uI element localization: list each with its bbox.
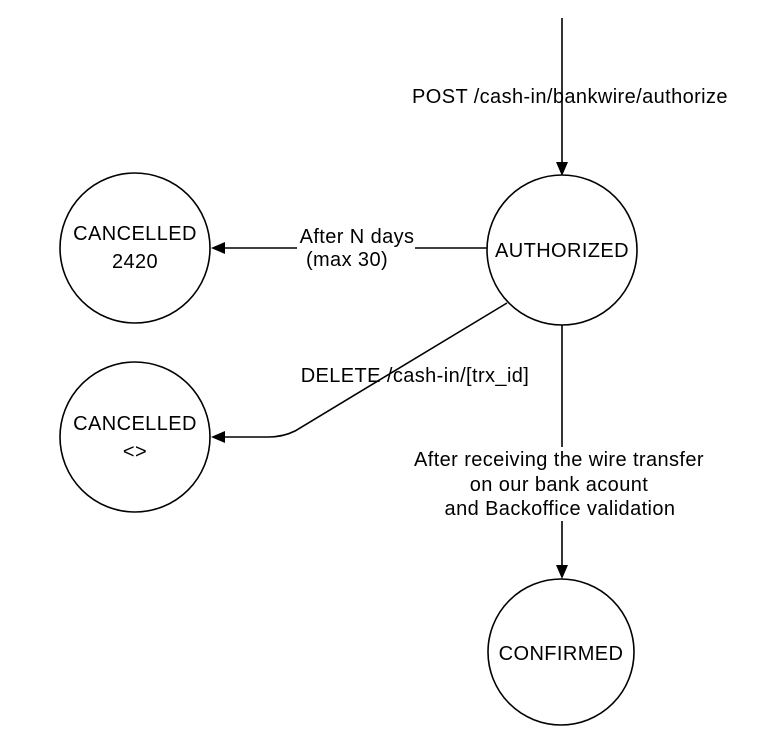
state-confirmed-circle	[487, 578, 635, 726]
state-confirmed-label: CONFIRMED	[499, 643, 624, 665]
edge-label-confirm-line3: and Backoffice validation	[445, 498, 676, 520]
state-cancelled-timeout-label-line1: CANCELLED	[73, 223, 197, 245]
state-cancelled-timeout-circle	[59, 172, 211, 324]
edge-authorized-to-cancelled-deleted	[224, 302, 508, 438]
edge-label-authorize: POST /cash-in/bankwire/authorize	[412, 86, 728, 108]
edge-label-confirm-line1: After receiving the wire transfer	[414, 449, 704, 471]
arrowhead-down-icon	[556, 565, 568, 579]
arrowhead-left-icon	[211, 431, 225, 443]
edge-label-delete: DELETE /cash-in/[trx_id]	[301, 365, 530, 387]
state-authorized-circle	[486, 174, 638, 326]
arrowhead-left-icon	[211, 242, 225, 254]
state-cancelled-deleted-circle	[59, 361, 211, 513]
edge-label-timeout-line1: After N days	[300, 226, 415, 248]
state-cancelled-deleted-label-line1: CANCELLED	[73, 413, 197, 435]
state-cancelled-deleted-label-line2: <>	[123, 441, 147, 463]
state-cancelled-timeout-label-line2: 2420	[112, 251, 158, 273]
edge-label-timeout-line2: (max 30)	[306, 249, 388, 271]
edge-label-confirm-line2: on our bank acount	[470, 474, 648, 496]
state-authorized-label: AUTHORIZED	[495, 240, 629, 262]
arrowhead-down-icon	[556, 162, 568, 176]
